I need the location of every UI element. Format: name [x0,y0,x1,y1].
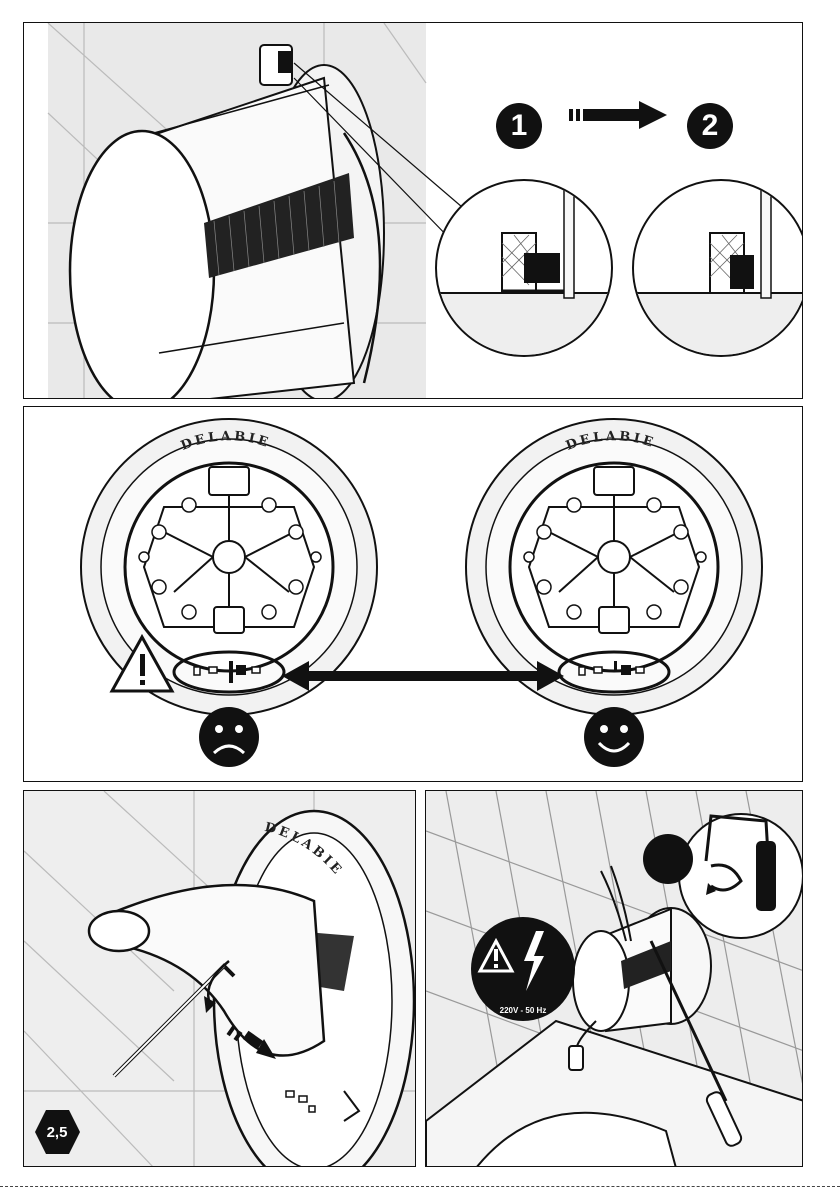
panel-seal-installation: 1 2 [23,22,803,399]
flange-incorrect: DELABIE [81,419,377,767]
flange-correct: DELABIE [466,419,762,767]
step-arrow [569,101,667,129]
tighten-screw-illustration: DELABIE [24,791,416,1167]
hex-key-size-label: 2,5 [32,1109,82,1155]
panel-alignment-check: DELABIE [23,406,803,782]
step-number-1: 1 [496,103,542,149]
step-number-2: 2 [687,103,733,149]
step-dot-icon [643,834,693,884]
electrical-warning-illustration [426,791,803,1167]
voltage-label: 220V - 50 Hz [468,1006,578,1015]
alignment-check-illustration: DELABIE [24,407,803,782]
seal-installation-illustration [24,23,803,399]
detail-circle-saw [679,814,803,938]
happy-face-icon [584,707,644,767]
cut-line [0,1186,840,1187]
detail-circle-step-2 [633,173,803,363]
panel-electrical-warning: 220V - 50 Hz [425,790,803,1167]
detail-circle-step-1 [436,173,616,363]
panel-tighten-screw: DELABIE 2,5 [23,790,416,1167]
sad-face-icon [199,707,259,767]
